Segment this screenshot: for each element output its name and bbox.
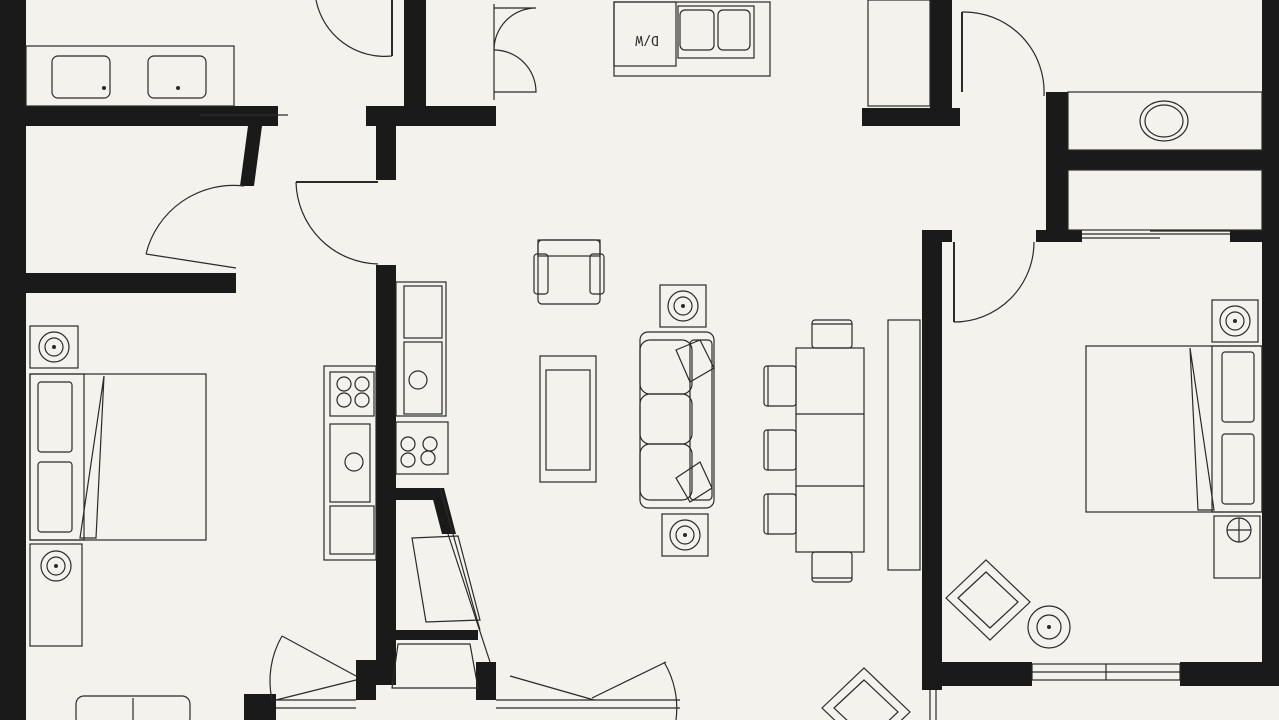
sideboard (887, 319, 921, 571)
doors (145, 0, 1045, 720)
bath-east (867, 0, 1263, 151)
sofa (639, 331, 715, 509)
kitchen-appliances (323, 281, 481, 689)
bath-vanity-west (25, 45, 235, 107)
wall-east (1262, 0, 1279, 686)
closet-east (1067, 169, 1263, 231)
lounge-chair-south (821, 667, 911, 720)
wall-balcony-pier-left (356, 660, 376, 700)
wall-closet2-west (1036, 230, 1082, 242)
wall-closet2-east (1230, 230, 1263, 242)
windows (200, 114, 1230, 720)
wall-balcony-pier-right (476, 662, 496, 700)
wall-bath-east-north (930, 0, 952, 126)
wall-hall-stub (376, 126, 396, 180)
armchair (533, 239, 605, 305)
wall-kitchen-ledge (396, 488, 440, 500)
kitchen-sink-counter: D/W (613, 1, 771, 77)
wall-bath-east-south (862, 108, 960, 126)
wall-southwest-pier (244, 694, 276, 720)
coffee-table (539, 355, 597, 483)
wall-balcony-sill (396, 630, 478, 640)
wall-bed2-south-left (942, 662, 1032, 686)
wall-bath2-south (1068, 150, 1263, 170)
wall-bath-west (26, 106, 278, 126)
wall-bath2-west (1046, 92, 1068, 242)
dining-set (763, 319, 865, 583)
wall-hall-north (366, 106, 496, 126)
wall-pantry-west (404, 0, 426, 106)
wall-west (0, 0, 26, 720)
wall-bed2-west (922, 230, 942, 690)
bedroom-east-furniture (945, 299, 1263, 649)
wall-kitchen-west (376, 265, 396, 685)
bedroom-west-furniture (29, 325, 207, 720)
wall-closet-angle (240, 126, 262, 186)
wall-closet-south (26, 273, 236, 293)
end-tables (659, 284, 709, 557)
dishwasher-label: D/W (635, 32, 659, 47)
